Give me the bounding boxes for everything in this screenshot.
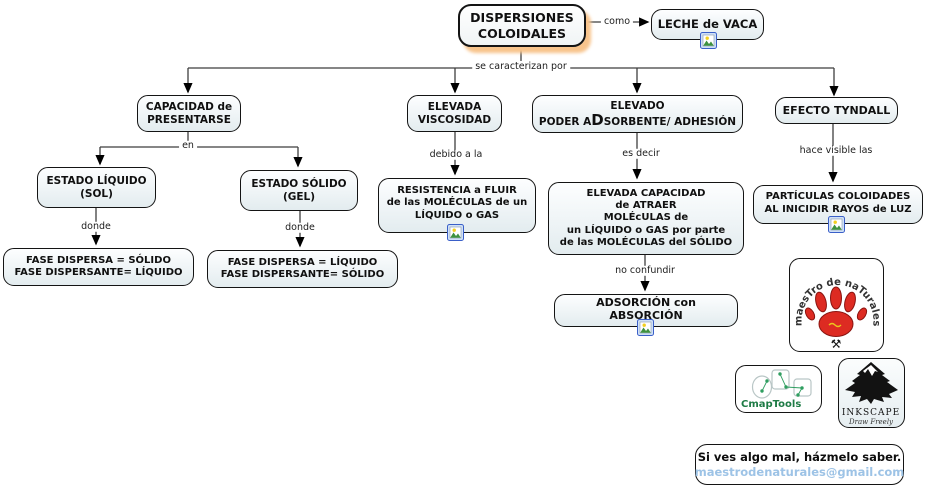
node-elevada-viscosidad[interactable]: ELEVADA VISCOSIDAD [407,95,502,132]
inkscape-logo: INKSCAPE Draw Freely [838,358,905,428]
node-dispersiones-coloidales[interactable]: DISPERSIONES COLOIDALES [458,4,586,47]
poder-line2: PODER ADSORBENTE/ ADHESIÓN [538,110,737,129]
inkscape-wordmark: INKSCAPE [842,408,900,418]
link-label-hace-visible: hace visible las [796,145,876,157]
link-label-como: como [600,16,634,28]
node-resistencia-fluir[interactable]: RESISTENCIA a FLUIR de las MOLÉCULAS de … [378,178,536,233]
paw-print-icon: maesTro de naTurales ⚒ [793,277,881,351]
node-fase-gel[interactable]: FASE DISPERSA = LÍQUIDO FASE DISPERSANTE… [207,250,398,288]
inkscape-tagline: Draw Freely [848,418,894,426]
link-label-debido: debido a la [426,149,486,161]
node-estado-liquido-sol[interactable]: ESTADO LÍQUIDO (SOL) [37,167,156,208]
inkscape-mountain-icon: INKSCAPE Draw Freely [842,362,900,426]
cmaptools-icon: CmapTools [741,369,812,410]
image-resource-icon[interactable] [447,224,464,241]
node-elevada-capacidad-atraer[interactable]: ELEVADA CAPACIDAD de ATRAER MOLÉcULAS de… [548,182,744,255]
cmaptools-wordmark: CmapTools [741,399,801,410]
cmaptools-logo: CmapTools [735,365,822,413]
node-adsorcion-absorcion[interactable]: ADSORCIÓN con ABSORCIÓN [554,294,738,327]
link-label-se-caracterizan: se caracterizan por [472,61,570,73]
image-resource-icon[interactable] [828,216,845,233]
image-resource-icon[interactable] [637,319,654,336]
link-label-donde-right: donde [282,222,318,234]
node-efecto-tyndall[interactable]: EFECTO TYNDALL [775,97,898,124]
contact-email[interactable]: maestrodenaturales@gmail.com [694,464,905,479]
node-fase-sol[interactable]: FASE DISPERSA = SÓLIDO FASE DISPERSANTE=… [3,248,194,286]
node-poder-adsorbente[interactable]: ELEVADO PODER ADSORBENTE/ ADHESIÓN [532,95,743,133]
poder-line1: ELEVADO [610,99,665,112]
contact-message: Si ves algo mal, házmelo saber. [697,449,902,464]
crossed-hammers-icon: ⚒ [831,337,842,351]
maestro-naturales-logo: maesTro de naTurales ⚒ [789,258,884,352]
image-resource-icon[interactable] [700,32,717,49]
link-label-en: en [179,140,197,152]
link-label-donde-left: donde [78,221,114,233]
node-capacidad-presentarse[interactable]: CAPACIDAD de PRESENTARSE [137,95,241,132]
contact-box: Si ves algo mal, házmelo saber. maestrod… [695,444,904,485]
node-estado-solido-gel[interactable]: ESTADO SÓLIDO (GEL) [240,170,358,211]
link-label-es-decir: es decir [619,148,663,160]
link-label-no-confundir: no confundir [612,265,678,277]
